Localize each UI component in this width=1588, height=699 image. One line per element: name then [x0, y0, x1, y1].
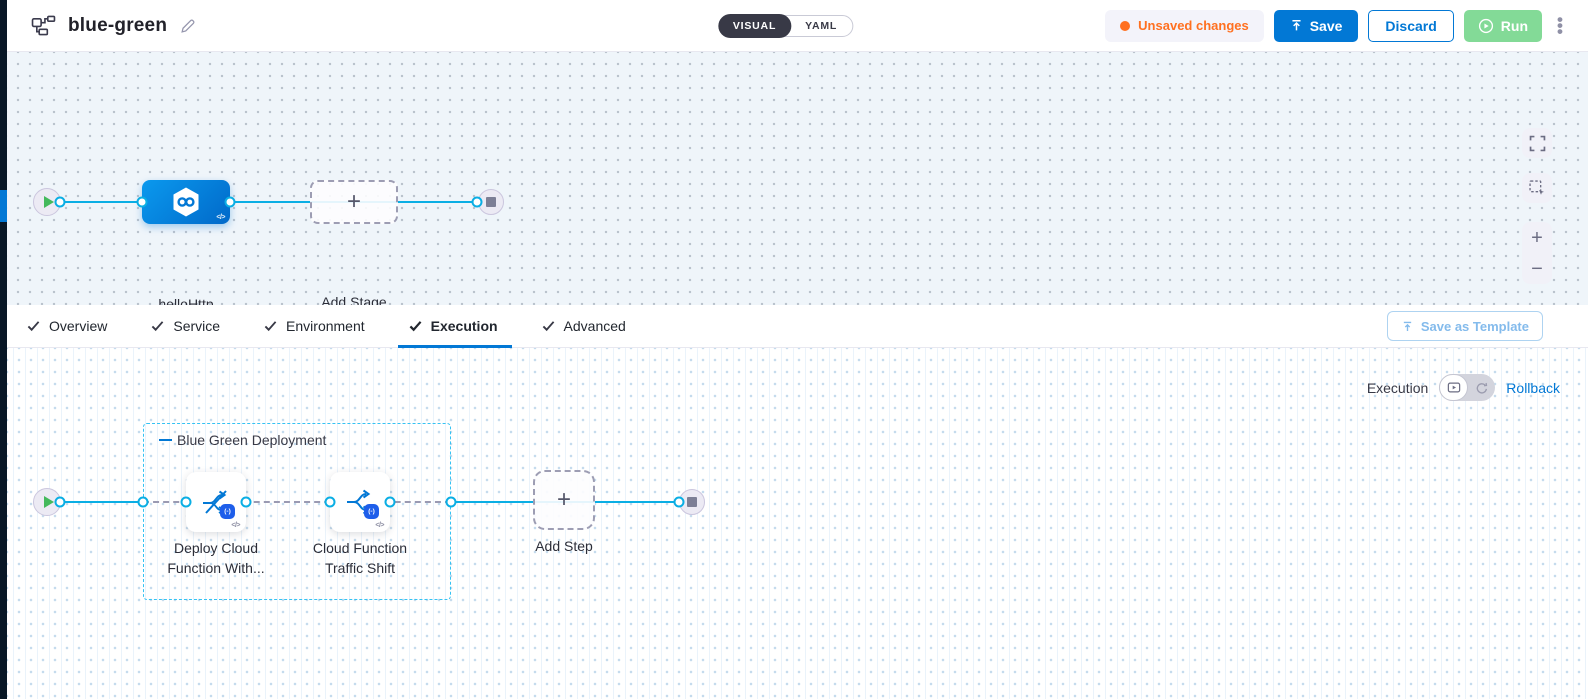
check-icon: [542, 321, 554, 332]
rollback-toggle-segment[interactable]: [1468, 374, 1495, 401]
step-code-icon: </>: [375, 522, 384, 529]
pipeline-icon: [31, 15, 56, 36]
unsaved-changes-badge: Unsaved changes: [1105, 9, 1264, 42]
pipeline-title: blue-green: [68, 14, 168, 36]
stop-square-icon: [687, 497, 697, 507]
fullscreen-icon: [1529, 135, 1545, 151]
template-upload-icon: [1403, 321, 1411, 331]
run-play-icon: [1478, 18, 1493, 33]
rollback-arrow-icon: [1476, 382, 1488, 394]
connector-port[interactable]: [180, 496, 192, 508]
run-button[interactable]: Run: [1463, 9, 1542, 42]
save-as-template-button[interactable]: Save as Template: [1386, 311, 1543, 341]
execution-mode-row: Execution Rollback: [1367, 374, 1560, 401]
execution-steps-icon: [1447, 382, 1461, 393]
execution-toggle-segment[interactable]: [1439, 374, 1469, 401]
stage-edge: [47, 201, 491, 203]
rollback-link[interactable]: Rollback: [1506, 379, 1560, 396]
zoom-out-button[interactable]: −: [1531, 257, 1543, 280]
connector-port[interactable]: [224, 196, 236, 208]
execution-mode-label: Execution: [1366, 379, 1429, 396]
check-icon: [409, 321, 422, 332]
active-tab-underline: [397, 344, 512, 348]
connector-port[interactable]: [137, 496, 149, 508]
add-stage-button[interactable]: +: [310, 180, 398, 224]
execution-canvas[interactable]: Execution Rollback: [7, 348, 1588, 699]
stage-code-icon: </>: [216, 214, 225, 221]
step-name-label: Deploy Cloud Function With...: [167, 540, 265, 576]
stage-canvas[interactable]: </> helloHttp + Add Stage + −: [7, 52, 1588, 312]
connector-port[interactable]: [445, 496, 457, 508]
start-play-icon: [43, 196, 54, 208]
connector-port[interactable]: [136, 196, 148, 208]
add-step-label: Add Step: [535, 538, 593, 554]
pipeline-end-node: [478, 189, 504, 215]
step-dashed-edge: [143, 501, 451, 503]
connector-port[interactable]: [673, 496, 685, 508]
marquee-select-icon: [1529, 180, 1544, 195]
discard-button[interactable]: Discard: [1368, 9, 1454, 42]
stage-config-tabs: Overview Service Environment Execution A…: [7, 305, 1588, 348]
cloud-function-badge-icon: (-): [364, 504, 379, 519]
yaml-mode-button[interactable]: YAML: [805, 19, 838, 32]
cloud-function-badge-icon: (-): [220, 504, 235, 519]
step-group-blue-green-deployment[interactable]: [143, 423, 451, 600]
nav-active-indicator: [0, 190, 7, 222]
step-node-deploy-cloud-function[interactable]: (-) </>: [186, 472, 246, 532]
connector-port[interactable]: [471, 196, 483, 208]
check-icon: [264, 321, 277, 332]
add-step-button[interactable]: +: [533, 470, 595, 530]
execution-edge: [47, 501, 143, 503]
step-code-icon: </>: [231, 522, 240, 529]
visual-mode-button[interactable]: VISUAL: [717, 13, 792, 38]
connector-port[interactable]: [324, 496, 336, 508]
stage-node-hellohttp[interactable]: </>: [142, 180, 230, 224]
connector-port[interactable]: [240, 496, 252, 508]
plus-icon: +: [346, 188, 361, 215]
selection-mode-button[interactable]: [1522, 173, 1552, 203]
tab-execution[interactable]: Execution: [397, 305, 512, 348]
visual-yaml-toggle: VISUAL YAML: [717, 13, 854, 38]
tab-service[interactable]: Service: [151, 305, 220, 348]
zoom-in-button[interactable]: +: [1531, 226, 1543, 249]
connector-port[interactable]: [54, 496, 66, 508]
tab-advanced[interactable]: Advanced: [542, 305, 626, 348]
start-play-icon: [43, 496, 54, 508]
step-node-traffic-shift[interactable]: (-) </>: [330, 472, 390, 532]
more-options-kebab-icon[interactable]: •••: [1557, 9, 1563, 41]
fullscreen-button[interactable]: [1522, 128, 1552, 158]
group-dash-icon: [159, 439, 172, 441]
connector-port[interactable]: [384, 496, 396, 508]
header: blue-green VISUAL YAML Unsaved changes S…: [7, 0, 1588, 52]
connector-port[interactable]: [54, 196, 66, 208]
left-nav-rail[interactable]: [0, 0, 7, 699]
execution-rollback-toggle[interactable]: [1439, 374, 1496, 401]
step-name-label: Cloud Function Traffic Shift: [312, 540, 408, 576]
unsaved-dot-icon: [1120, 20, 1131, 31]
tab-overview[interactable]: Overview: [27, 305, 107, 348]
pipeline-studio: blue-green VISUAL YAML Unsaved changes S…: [7, 0, 1588, 699]
step-group-label: Blue Green Deployment: [159, 432, 326, 448]
save-button[interactable]: Save: [1273, 9, 1359, 42]
zoom-controls: + −: [1522, 222, 1552, 284]
deploy-stage-hexagon-icon: [173, 187, 199, 217]
edit-title-icon[interactable]: [179, 17, 197, 35]
check-icon: [27, 321, 40, 332]
save-upload-icon: [1292, 20, 1301, 31]
plus-icon: +: [556, 486, 571, 513]
check-icon: [152, 321, 164, 332]
stop-square-icon: [486, 197, 496, 207]
tab-environment[interactable]: Environment: [264, 305, 365, 348]
